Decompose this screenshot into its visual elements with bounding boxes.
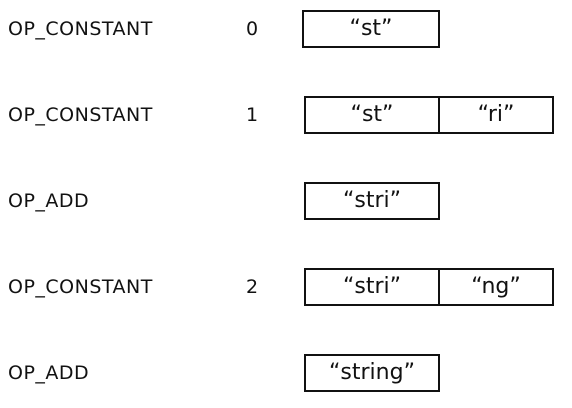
instruction-row: OP_CONSTANT 2 “stri” “ng” (0, 268, 572, 312)
stack-cell: “stri” (304, 182, 440, 220)
stack-cell: “ng” (440, 268, 554, 306)
stack-box: “stri” (304, 182, 440, 220)
stack-cell: “ri” (440, 96, 554, 134)
opcode-label: OP_ADD (8, 362, 90, 384)
opcode-label: OP_ADD (8, 190, 90, 212)
stack-cell: “st” (304, 96, 440, 134)
instruction-row: OP_ADD “stri” (0, 182, 572, 226)
stack-cell: “string” (304, 354, 440, 392)
stack-box: “st” “ri” (304, 96, 554, 134)
stack-box: “st” (302, 10, 440, 48)
opcode-label: OP_CONSTANT (8, 18, 153, 40)
stack-cell: “stri” (304, 268, 440, 306)
stack-cell: “st” (302, 10, 440, 48)
instruction-row: OP_CONSTANT 0 “st” (0, 10, 572, 54)
stack-box: “stri” “ng” (304, 268, 554, 306)
opcode-label: OP_CONSTANT (8, 104, 153, 126)
instruction-row: OP_ADD “string” (0, 354, 572, 398)
operand-label: 0 (246, 18, 259, 40)
instruction-row: OP_CONSTANT 1 “st” “ri” (0, 96, 572, 140)
stack-box: “string” (304, 354, 440, 392)
operand-label: 2 (246, 276, 259, 298)
operand-label: 1 (246, 104, 259, 126)
opcode-label: OP_CONSTANT (8, 276, 153, 298)
